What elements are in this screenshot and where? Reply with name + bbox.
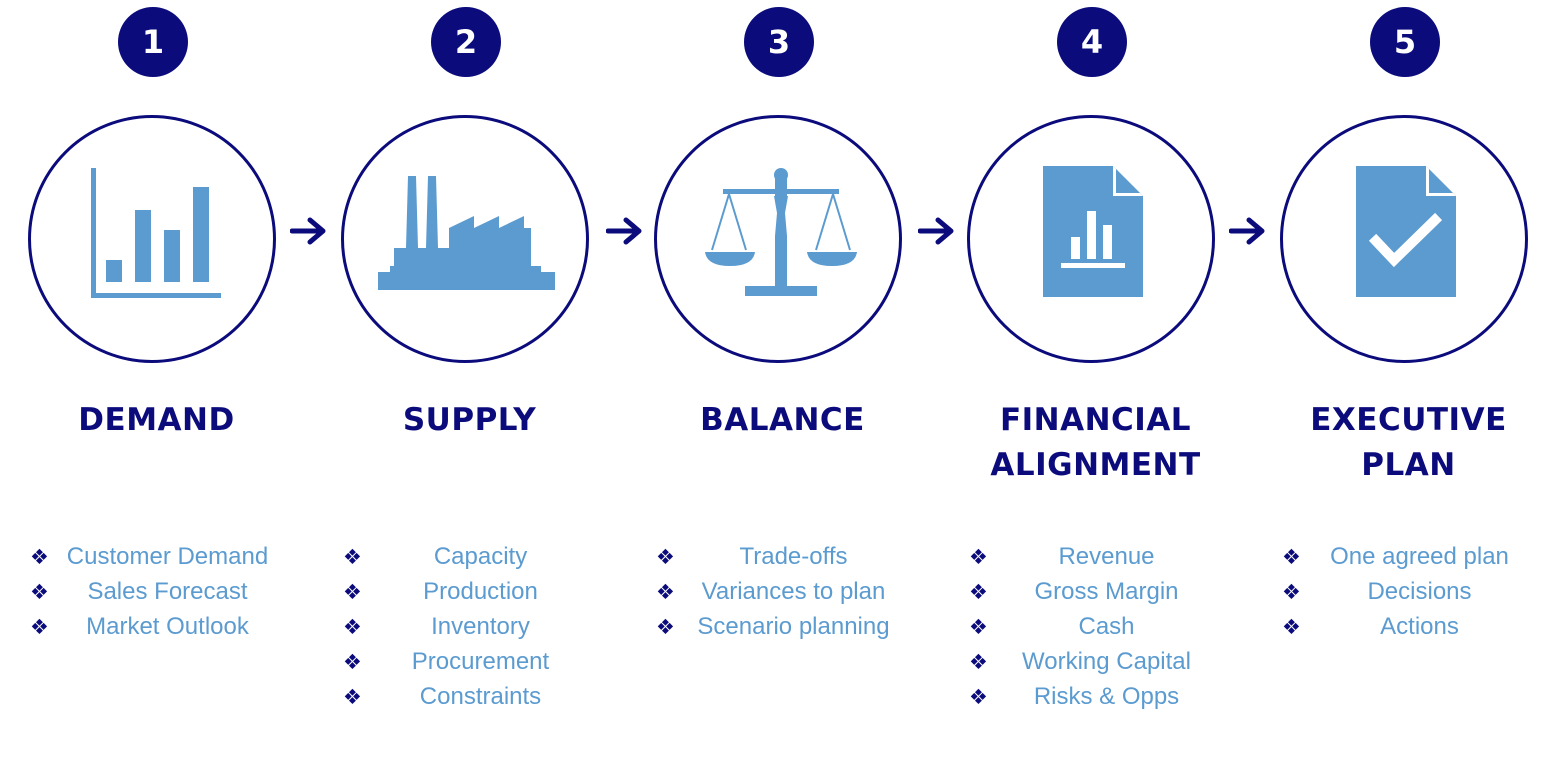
step-supply: 2 SUPPLY ❖ Capacity ❖ Production ❖ Inventor… [313,0,626,776]
step-executive-plan: 5 EXECUTIVE PLAN ❖ One agreed plan ❖ Decis… [1252,0,1560,776]
list-item-text: Revenue [1058,543,1155,570]
list-item: ❖ Inventory [313,610,626,645]
arrow-right-icon [290,217,326,245]
report-document-icon [1043,166,1143,297]
list-item: ❖ Gross Margin [939,575,1252,610]
bullet-icon: ❖ [343,685,362,709]
list-item-text: Gross Margin [1034,578,1179,605]
list-item: ❖ Market Outlook [0,610,313,645]
bullet-icon: ❖ [343,650,362,674]
list-item-text: Customer Demand [66,543,269,570]
bullet-icon: ❖ [343,580,362,604]
list-item-text: Scenario planning [697,613,890,640]
step-icon-circle [1280,115,1528,363]
step-demand: 1 DEMAND ❖ Customer Demand ❖ Sales Forecas… [0,0,313,776]
list-item-text: Procurement [411,648,550,675]
bullet-icon: ❖ [1282,580,1301,604]
bullet-icon: ❖ [30,615,49,639]
bullet-icon: ❖ [1282,545,1301,569]
step-title: EXECUTIVE PLAN [1252,398,1560,488]
checked-document-icon [1356,166,1456,297]
bullet-icon: ❖ [656,545,675,569]
step-item-list: ❖ Trade-offs ❖ Variances to plan ❖ Scenario… [626,540,939,645]
step-number-badge: 3 [744,7,814,77]
bullet-icon: ❖ [656,580,675,604]
list-item-text: Constraints [419,683,542,710]
step-item-list: ❖ Revenue ❖ Gross Margin ❖ Cash ❖ Working Ca… [939,540,1252,715]
list-item: ❖ Constraints [313,680,626,715]
list-item: ❖ Risks & Opps [939,680,1252,715]
step-number-badge: 5 [1370,7,1440,77]
step-title-line: DEMAND [78,402,235,438]
bullet-icon: ❖ [343,615,362,639]
step-title: BALANCE [626,398,939,443]
step-icon-circle [341,115,589,363]
step-icon-circle [28,115,276,363]
factory-icon [378,176,555,290]
list-item-text: Risks & Opps [1033,683,1180,710]
bullet-icon: ❖ [969,545,988,569]
list-item: ❖ Revenue [939,540,1252,575]
step-icon-circle [654,115,902,363]
step-title: FINANCIAL ALIGNMENT [939,398,1252,488]
list-item: ❖ Decisions [1252,575,1560,610]
list-item: ❖ Production [313,575,626,610]
bar-chart-icon [91,168,221,298]
step-title-line: BALANCE [700,402,865,438]
list-item-text: Production [423,578,538,605]
step-balance: 3 BALANCE ❖ Trade-offs ❖ Variances to plan… [626,0,939,776]
step-number-badge: 2 [431,7,501,77]
step-title-line: EXECUTIVE [1310,402,1507,438]
list-item-text: Trade-offs [739,543,848,570]
bullet-icon: ❖ [969,685,988,709]
step-number-badge: 1 [118,7,188,77]
step-title: DEMAND [0,398,313,443]
arrow-right-icon [1229,217,1265,245]
step-item-list: ❖ One agreed plan ❖ Decisions ❖ Actions [1252,540,1560,645]
list-item-text: Sales Forecast [87,578,248,605]
list-item: ❖ Working Capital [939,645,1252,680]
list-item-text: Working Capital [1022,648,1191,675]
step-title-line: SUPPLY [402,402,537,438]
bullet-icon: ❖ [30,545,49,569]
step-title-line: PLAN [1361,447,1456,483]
list-item: ❖ Cash [939,610,1252,645]
list-item-text: Variances to plan [701,578,886,605]
list-item: ❖ Actions [1252,610,1560,645]
step-financial-alignment: 4 FINANCIAL ALIGNMENT ❖ Revenue ❖ Gross Ma… [939,0,1252,776]
list-item-text: Market Outlook [86,613,249,640]
step-item-list: ❖ Customer Demand ❖ Sales Forecast ❖ Market… [0,540,313,645]
arrow-right-icon [918,217,954,245]
list-item: ❖ Procurement [313,645,626,680]
list-item-text: Capacity [433,543,528,570]
step-title-line: ALIGNMENT [990,447,1201,483]
step-item-list: ❖ Capacity ❖ Production ❖ Inventory ❖ Procur… [313,540,626,715]
list-item: ❖ Customer Demand [0,540,313,575]
list-item-text: Actions [1380,613,1459,640]
list-item-text: Cash [1078,613,1135,640]
bullet-icon: ❖ [969,615,988,639]
list-item-text: Decisions [1367,578,1472,605]
list-item: ❖ Trade-offs [626,540,939,575]
step-title: SUPPLY [313,398,626,443]
bullet-icon: ❖ [969,580,988,604]
bullet-icon: ❖ [1282,615,1301,639]
list-item: ❖ Sales Forecast [0,575,313,610]
bullet-icon: ❖ [30,580,49,604]
bullet-icon: ❖ [656,615,675,639]
step-title-line: FINANCIAL [999,402,1192,438]
list-item: ❖ One agreed plan [1252,540,1560,575]
list-item-text: One agreed plan [1330,543,1509,570]
scales-icon [705,168,857,296]
bullet-icon: ❖ [969,650,988,674]
list-item: ❖ Scenario planning [626,610,939,645]
bullet-icon: ❖ [343,545,362,569]
list-item: ❖ Capacity [313,540,626,575]
list-item-text: Inventory [431,613,530,640]
list-item: ❖ Variances to plan [626,575,939,610]
step-number-badge: 4 [1057,7,1127,77]
arrow-right-icon [606,217,642,245]
step-icon-circle [967,115,1215,363]
